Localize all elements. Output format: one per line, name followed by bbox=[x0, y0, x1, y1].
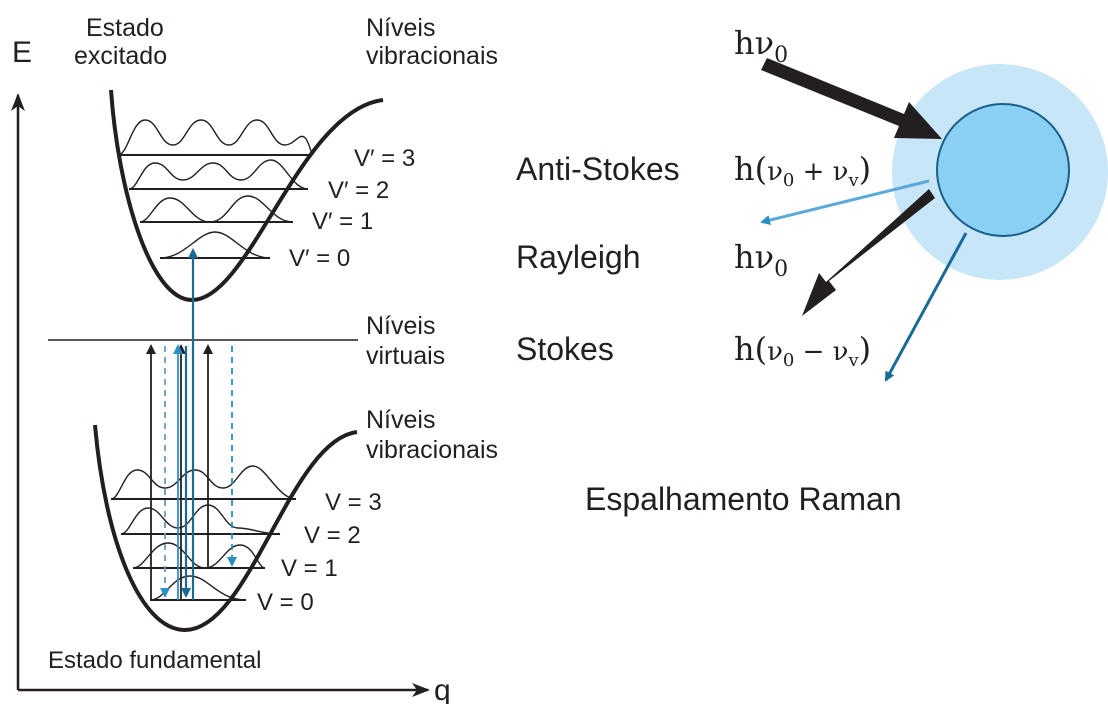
ground-wavefunction-v3 bbox=[110, 465, 297, 500]
ground-levels-label-line2: vibracionais bbox=[366, 436, 498, 464]
anti-stokes-label: Anti-Stokes bbox=[516, 151, 680, 187]
excited-state-label-line1: Estado bbox=[86, 14, 164, 42]
rayleigh-scattered-arrow bbox=[802, 189, 935, 316]
incident-photon-arrow bbox=[761, 58, 942, 139]
molecule bbox=[936, 103, 1070, 237]
ground-wavefunction-v1 bbox=[132, 542, 266, 569]
ground-state-label: Estado fundamental bbox=[48, 647, 261, 674]
rayleigh-energy: hν0 bbox=[734, 238, 788, 282]
ground-level-label-v0: V = 0 bbox=[257, 589, 314, 616]
ground-level-label-v2: V = 2 bbox=[304, 522, 361, 549]
energy-axis-label: E bbox=[12, 36, 32, 69]
excited-wavefunction-v2 bbox=[128, 159, 309, 190]
anti-stokes-scattered-arrow bbox=[760, 179, 930, 225]
ground-levels-label-line1: Níveis bbox=[366, 406, 435, 434]
stokes-scattered-arrow bbox=[884, 232, 968, 382]
excited-levels-label-line2: vibracionais bbox=[366, 42, 498, 70]
virtual-level: Níveis virtuais bbox=[48, 312, 445, 370]
excited-level-label-v2: V′ = 2 bbox=[328, 177, 389, 204]
virtual-level-label-line1: Níveis bbox=[366, 312, 435, 340]
ground-potential-curve bbox=[93, 424, 358, 633]
stokes-label: Stokes bbox=[516, 331, 614, 367]
ground-level-label-v3: V = 3 bbox=[325, 489, 382, 516]
excited-level-label-v0: V′ = 0 bbox=[289, 245, 350, 272]
excited-level-label-v1: V′ = 1 bbox=[312, 208, 373, 235]
incident-energy: hν0 bbox=[734, 24, 788, 68]
ground-level-label-v1: V = 1 bbox=[281, 555, 338, 582]
ground-state: Níveis vibracionais V = 3 V = 2 V = 1 V … bbox=[48, 406, 498, 674]
excited-level-label-v3: V′ = 3 bbox=[354, 145, 415, 172]
rayleigh-label: Rayleigh bbox=[516, 239, 641, 275]
excited-state-label-line2: excitado bbox=[74, 42, 167, 70]
coordinate-axis-label: q bbox=[434, 674, 451, 704]
transition-arrows bbox=[146, 248, 237, 600]
excited-wavefunction-v1 bbox=[139, 195, 294, 223]
anti-stokes-energy: h(ν0 + νv) bbox=[734, 150, 871, 191]
virtual-level-label-line2: virtuais bbox=[366, 342, 445, 370]
scattering-panel: hν0 Anti-Stokes h(ν0 + νv) Rayleigh hν0 … bbox=[516, 24, 1108, 517]
excited-wavefunction-v0 bbox=[159, 231, 271, 259]
excited-levels-label-line1: Níveis bbox=[366, 14, 435, 42]
stokes-energy: h(ν0 − νv) bbox=[734, 330, 871, 371]
axes: E q bbox=[11, 36, 451, 704]
ground-wavefunction-v2 bbox=[120, 504, 281, 535]
excited-state: Estado excitado Níveis vibracionais V′ =… bbox=[74, 14, 498, 303]
excited-wavefunction-v3 bbox=[117, 119, 313, 156]
raman-title: Espalhamento Raman bbox=[585, 481, 902, 517]
